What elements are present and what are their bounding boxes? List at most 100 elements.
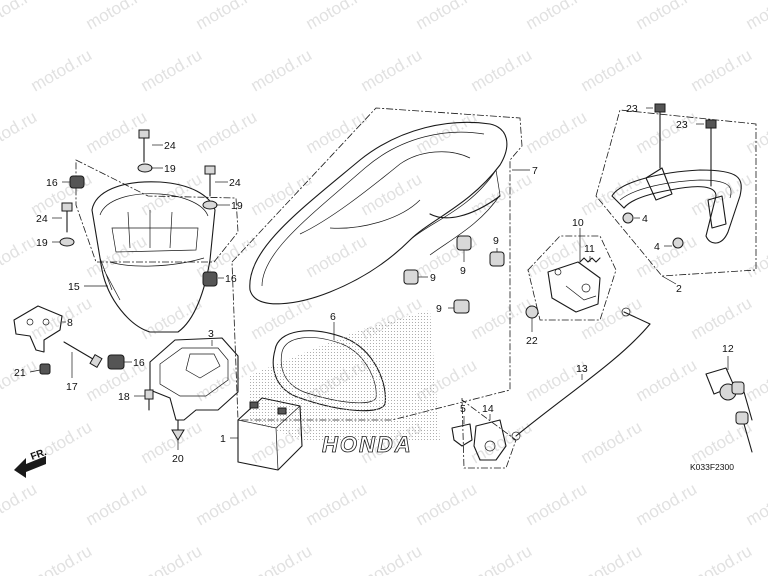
damper-16a <box>69 175 85 189</box>
callout-16: 16 <box>46 177 58 189</box>
callout-9: 9 <box>430 272 436 284</box>
watermark: motod.ru <box>688 541 756 576</box>
callout-19: 19 <box>164 163 176 175</box>
watermark: motod.ru <box>248 541 316 576</box>
brand-mark: HONDA <box>322 432 413 457</box>
watermark: motod.ru <box>0 355 40 405</box>
washer-19b <box>202 200 218 210</box>
watermark: motod.ru <box>138 541 206 576</box>
callout-17: 17 <box>66 381 78 393</box>
callout-labels: 24 19 24 19 16 24 19 16 15 8 21 17 16 3 … <box>14 103 734 465</box>
watermark: motod.ru <box>743 0 768 33</box>
screw-22 <box>525 305 539 319</box>
luggage-box-frame <box>75 159 239 263</box>
bracket <box>13 305 63 353</box>
callout-22: 22 <box>526 335 538 347</box>
callout-4: 4 <box>654 241 660 253</box>
washer-19a <box>137 163 153 173</box>
watermark: motod.ru <box>578 45 646 95</box>
watermark: motod.ru <box>193 355 261 405</box>
stipple-area <box>250 310 440 440</box>
callout-10: 10 <box>572 217 584 229</box>
watermark: motod.ru <box>743 231 768 281</box>
watermark: motod.ru <box>468 45 536 95</box>
watermark: motod.ru <box>138 45 206 95</box>
watermark: motod.ru <box>303 479 371 529</box>
watermark: motod.ru <box>578 541 646 576</box>
rear-grip <box>611 167 742 244</box>
callout-9: 9 <box>493 235 499 247</box>
key-2 <box>735 411 753 453</box>
watermark: motod.ru <box>523 0 591 33</box>
lock-group-frame <box>527 235 617 321</box>
watermark: motod.ru <box>523 107 591 157</box>
watermark: motod.ru <box>468 293 536 343</box>
bolt-24a <box>138 129 150 163</box>
watermark: motod.ru <box>468 541 536 576</box>
holder-frame <box>461 397 517 469</box>
callout-19: 19 <box>36 237 48 249</box>
bolt-17 <box>63 341 103 369</box>
watermark: motod.ru <box>193 479 261 529</box>
battery-box <box>149 337 239 421</box>
callout-12: 12 <box>722 343 734 355</box>
damper-16c <box>107 354 125 370</box>
grip-group-frame <box>595 109 757 277</box>
callout-4: 4 <box>642 213 648 225</box>
watermark: motod.ru <box>0 231 40 281</box>
callout-9: 9 <box>436 303 442 315</box>
watermark: motod.ru <box>413 479 481 529</box>
watermark: motod.ru <box>578 417 646 467</box>
callout-19: 19 <box>231 200 243 212</box>
watermark: motod.ru <box>303 0 371 33</box>
watermark: motod.ru <box>83 479 151 529</box>
watermark: motod.ru <box>358 169 426 219</box>
cover-5 <box>451 423 473 447</box>
watermark: motod.ru <box>28 541 96 576</box>
watermark: motod.ru <box>83 0 151 33</box>
watermark: motod.ru <box>28 169 96 219</box>
callout-23: 23 <box>676 119 688 131</box>
watermark: motod.ru <box>138 169 206 219</box>
key-cylinder <box>705 367 737 401</box>
watermark: motod.ru <box>413 0 481 33</box>
key-1 <box>731 381 753 421</box>
screw-4a <box>622 212 634 224</box>
callout-6: 6 <box>330 311 336 323</box>
nut-21 <box>39 363 51 375</box>
washer-19c <box>59 237 75 247</box>
callout-13: 13 <box>576 363 588 375</box>
battery <box>237 397 303 471</box>
drawing-code: K033F2300 <box>690 462 734 472</box>
watermark: motod.ru <box>688 45 756 95</box>
screw-4b <box>672 237 684 249</box>
watermark: motod.ru <box>358 541 426 576</box>
watermark: motod.ru <box>248 169 316 219</box>
watermark: motod.ru <box>193 107 261 157</box>
seat-damper-9c <box>403 269 419 285</box>
seat-damper-9b <box>489 251 505 267</box>
watermark: motod.ru <box>468 169 536 219</box>
callout-11: 11 <box>584 243 595 255</box>
callout-24: 24 <box>164 140 176 152</box>
callout-5: 5 <box>460 403 466 415</box>
watermark: motod.ru <box>633 0 701 33</box>
watermark: motod.ru <box>688 417 756 467</box>
clip-20 <box>171 419 185 441</box>
damper-16b <box>202 271 218 287</box>
seat-damper-9a <box>456 235 472 251</box>
bolt-24c <box>61 202 73 233</box>
callout-18: 18 <box>118 391 130 403</box>
watermark: motod.ru <box>523 479 591 529</box>
callout-3: 3 <box>208 328 214 340</box>
watermark: motod.ru <box>743 479 768 529</box>
direction-label: FR. <box>29 447 48 463</box>
bolt-24b <box>204 165 216 197</box>
watermark: motod.ru <box>633 479 701 529</box>
callout-9: 9 <box>460 265 466 277</box>
bolt-23b <box>705 119 717 187</box>
callout-23: 23 <box>626 103 638 115</box>
